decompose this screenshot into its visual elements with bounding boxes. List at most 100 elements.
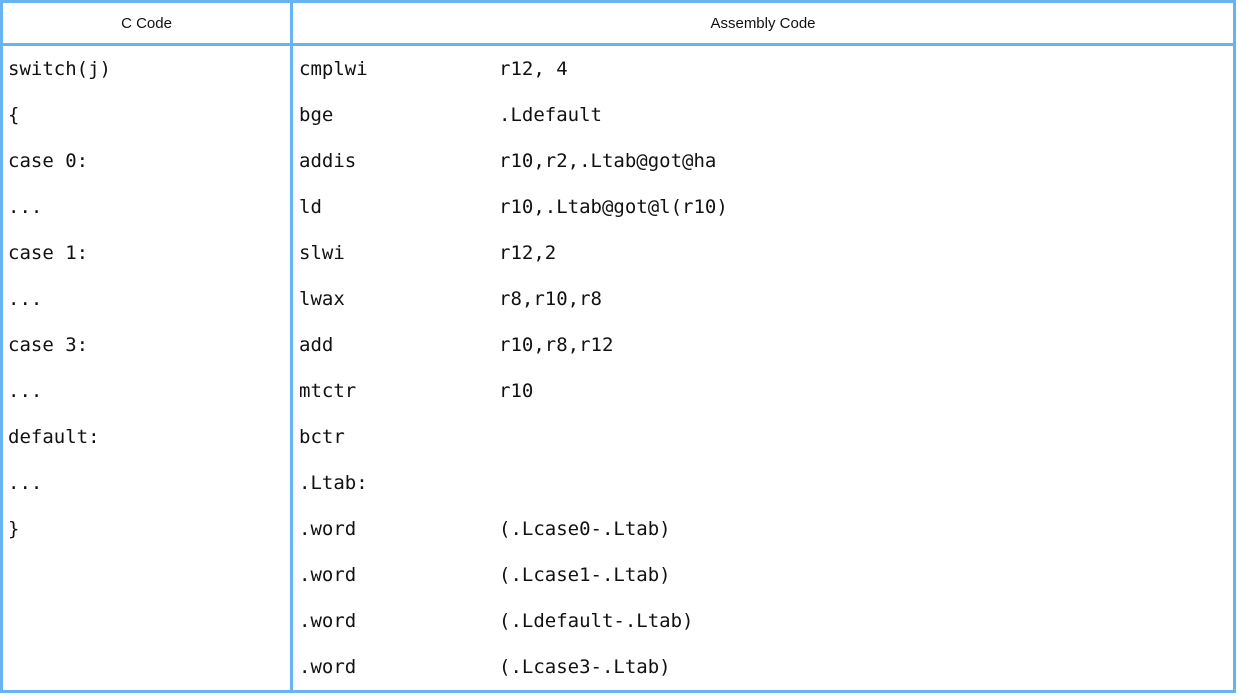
header-row: C Code Assembly Code (1, 1, 1235, 46)
assembly-code-line: mtctr r10 (293, 368, 1233, 414)
assembly-code-line: bctr (293, 414, 1233, 460)
c-code-line: switch(j) (8, 58, 111, 80)
c-code-line: { (8, 104, 20, 126)
assembly-operand: (.Ldefault-.Ltab) (499, 610, 694, 632)
assembly-code-line: .word (.Lcase1-.Ltab) (293, 552, 1233, 598)
assembly-code-cell: addis r10,r2,.Ltab@got@ha (291, 138, 1235, 184)
table-header: C Code Assembly Code (1, 1, 1235, 46)
c-code-cell: { (1, 92, 293, 138)
c-code-cell (1, 552, 293, 598)
assembly-mnemonic: slwi (299, 242, 345, 264)
assembly-mnemonic: bctr (299, 426, 345, 448)
assembly-operand: r10,.Ltab@got@l(r10) (499, 196, 728, 218)
assembly-code-line: .Ltab: (293, 460, 1233, 506)
assembly-code-cell: .word (.Lcase0-.Ltab) (291, 506, 1235, 552)
c-code-cell (1, 644, 293, 692)
assembly-code-cell: .word (.Lcase3-.Ltab) (291, 644, 1235, 692)
c-code-cell: case 0: (1, 138, 293, 184)
table-row: ... lwax r8,r10,r8 (1, 276, 1235, 322)
assembly-mnemonic: .word (299, 518, 357, 540)
assembly-operand: r12,2 (499, 242, 557, 264)
assembly-operand: r10,r2,.Ltab@got@ha (499, 150, 717, 172)
table-row: ... .Ltab: (1, 460, 1235, 506)
assembly-code-cell: mtctr r10 (291, 368, 1235, 414)
assembly-operand: .Ldefault (499, 104, 602, 126)
c-code-line: case 3: (8, 334, 89, 356)
c-code-cell: case 3: (1, 322, 293, 368)
assembly-code-cell: add r10,r8,r12 (291, 322, 1235, 368)
assembly-mnemonic: mtctr (299, 380, 357, 402)
c-code-cell: } (1, 506, 293, 552)
assembly-code-cell: ld r10,.Ltab@got@l(r10) (291, 184, 1235, 230)
c-code-line: default: (8, 426, 100, 448)
table-row: .word (.Lcase3-.Ltab) (1, 644, 1235, 692)
assembly-code-line: bge .Ldefault (293, 92, 1233, 138)
assembly-code-line: .word (.Ldefault-.Ltab) (293, 598, 1233, 644)
assembly-code-line: addis r10,r2,.Ltab@got@ha (293, 138, 1233, 184)
assembly-code-line: add r10,r8,r12 (293, 322, 1233, 368)
assembly-code-line: cmplwi r12, 4 (293, 46, 1233, 92)
assembly-code-line: ld r10,.Ltab@got@l(r10) (293, 184, 1233, 230)
assembly-operand: r10,r8,r12 (499, 334, 614, 356)
c-code-line (8, 644, 290, 690)
assembly-mnemonic: lwax (299, 288, 345, 310)
c-code-line: ... (8, 472, 43, 494)
c-code-line: ... (8, 196, 43, 218)
table-row: default: bctr (1, 414, 1235, 460)
assembly-code-cell: lwax r8,r10,r8 (291, 276, 1235, 322)
c-code-line: ... (8, 380, 43, 402)
assembly-mnemonic: add (299, 334, 334, 356)
column-header-assembly-code: Assembly Code (291, 1, 1235, 46)
c-code-cell: ... (1, 460, 293, 506)
c-code-cell: ... (1, 368, 293, 414)
c-code-cell: ... (1, 184, 293, 230)
assembly-mnemonic: ld (299, 196, 322, 218)
c-code-cell: switch(j) (1, 43, 293, 92)
table-row: .word (.Lcase1-.Ltab) (1, 552, 1235, 598)
table-row: case 1: slwi r12,2 (1, 230, 1235, 276)
assembly-mnemonic: .word (299, 564, 357, 586)
assembly-mnemonic: bge (299, 104, 334, 126)
column-header-c-code: C Code (1, 1, 293, 46)
assembly-mnemonic: cmplwi (299, 58, 368, 80)
table-row: ... mtctr r10 (1, 368, 1235, 414)
table-row: case 3: add r10,r8,r12 (1, 322, 1235, 368)
c-code-cell: ... (1, 276, 293, 322)
table-row: switch(j) cmplwi r12, 4 (1, 43, 1235, 92)
c-code-cell (1, 598, 293, 644)
assembly-operand: (.Lcase3-.Ltab) (499, 656, 671, 678)
table-row: } .word (.Lcase0-.Ltab) (1, 506, 1235, 552)
c-code-cell: default: (1, 414, 293, 460)
assembly-mnemonic: .word (299, 656, 357, 678)
table-row: .word (.Ldefault-.Ltab) (1, 598, 1235, 644)
table-row: case 0: addis r10,r2,.Ltab@got@ha (1, 138, 1235, 184)
assembly-operand: r8,r10,r8 (499, 288, 602, 310)
assembly-code-line: .word (.Lcase3-.Ltab) (293, 644, 1233, 690)
c-code-cell: case 1: (1, 230, 293, 276)
assembly-code-cell: bge .Ldefault (291, 92, 1235, 138)
c-code-line (8, 552, 290, 598)
assembly-mnemonic: .word (299, 610, 357, 632)
assembly-code-cell: .Ltab: (291, 460, 1235, 506)
assembly-code-line: .word (.Lcase0-.Ltab) (293, 506, 1233, 552)
assembly-mnemonic: addis (299, 150, 357, 172)
assembly-operand: (.Lcase0-.Ltab) (499, 518, 671, 540)
assembly-code-line: lwax r8,r10,r8 (293, 276, 1233, 322)
assembly-code-line: slwi r12,2 (293, 230, 1233, 276)
assembly-code-cell: slwi r12,2 (291, 230, 1235, 276)
assembly-operand: (.Lcase1-.Ltab) (499, 564, 671, 586)
assembly-code-cell: cmplwi r12, 4 (291, 43, 1235, 92)
table-row: { bge .Ldefault (1, 92, 1235, 138)
assembly-code-cell: .word (.Ldefault-.Ltab) (291, 598, 1235, 644)
assembly-operand: r12, 4 (499, 58, 568, 80)
c-code-line: ... (8, 288, 43, 310)
c-code-line (8, 598, 290, 644)
assembly-operand: r10 (499, 380, 534, 402)
c-code-line: case 1: (8, 242, 89, 264)
assembly-code-cell: bctr (291, 414, 1235, 460)
assembly-code-cell: .word (.Lcase1-.Ltab) (291, 552, 1235, 598)
table-body: switch(j) cmplwi r12, 4 { bge .Ldefault case 0… (1, 43, 1235, 692)
c-code-line: case 0: (8, 150, 89, 172)
